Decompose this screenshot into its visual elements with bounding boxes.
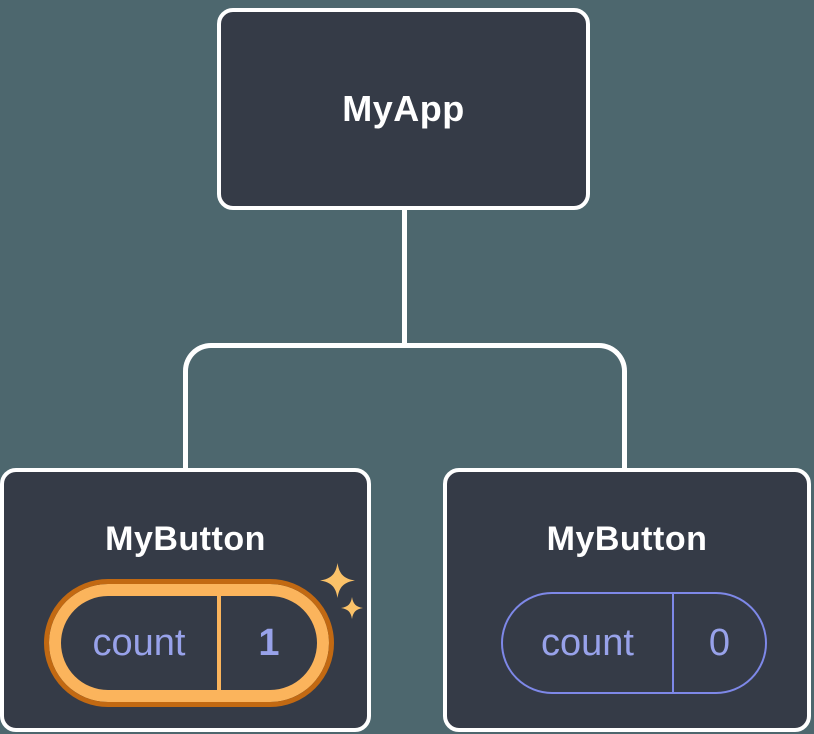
pill-divider bbox=[217, 584, 221, 702]
node-myapp: MyApp bbox=[217, 8, 590, 210]
connector-bracket bbox=[183, 343, 627, 470]
sparkle-large-icon bbox=[320, 563, 355, 598]
state-pill: count 0 bbox=[501, 592, 767, 694]
node-mybutton-left: MyButton count 1 bbox=[0, 468, 371, 732]
sparkle-small-icon bbox=[341, 597, 363, 619]
state-key-label: count bbox=[92, 621, 186, 664]
node-mybutton-right-label: MyButton bbox=[546, 520, 708, 558]
pill-divider bbox=[672, 594, 674, 692]
node-myapp-label: MyApp bbox=[342, 88, 465, 129]
connector-stem bbox=[402, 208, 407, 345]
node-mybutton-left-label: MyButton bbox=[105, 520, 266, 558]
state-value: 0 bbox=[708, 621, 731, 664]
state-key-label: count bbox=[541, 621, 634, 664]
state-pill-highlighted: count 1 bbox=[44, 579, 334, 707]
node-mybutton-right: MyButton count 0 bbox=[443, 468, 811, 732]
state-value: 1 bbox=[258, 621, 280, 664]
